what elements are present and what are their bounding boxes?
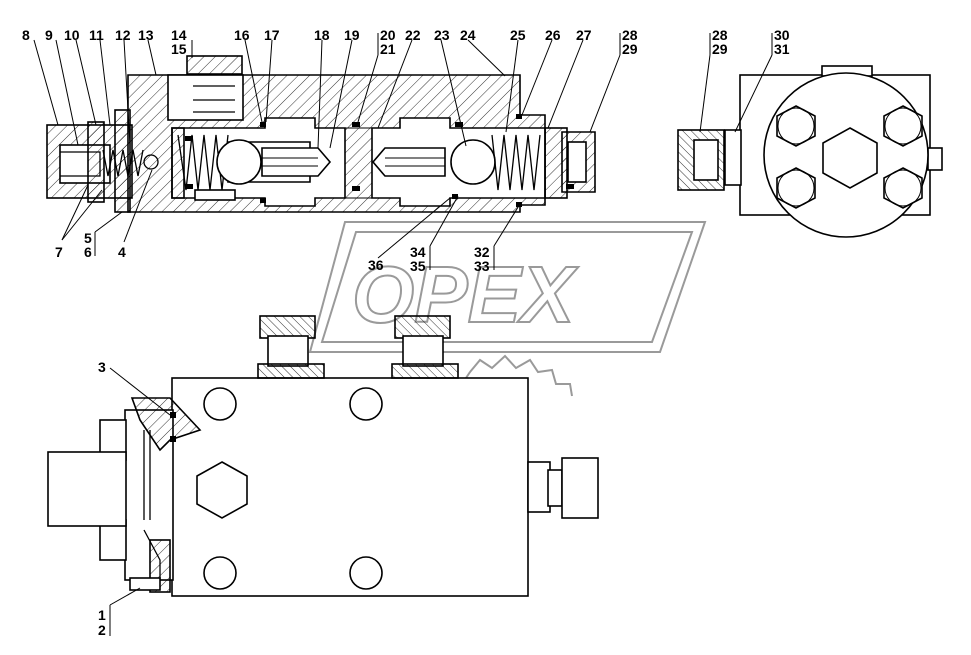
callout-28b: 28 <box>712 27 728 43</box>
callout-5: 5 <box>84 230 92 246</box>
callout-23: 23 <box>434 27 450 43</box>
callout-7: 7 <box>55 244 63 260</box>
callout-4: 4 <box>118 244 126 260</box>
callout-30: 30 <box>774 27 790 43</box>
callout-17: 17 <box>264 27 280 43</box>
callout-1: 1 <box>98 607 106 623</box>
callout-15: 15 <box>171 41 187 57</box>
callout-27: 27 <box>576 27 592 43</box>
top-fittings <box>257 315 459 379</box>
callout-32: 32 <box>474 244 490 260</box>
left-spring <box>102 149 159 177</box>
callout-11: 11 <box>89 27 104 43</box>
callout-22: 22 <box>405 27 421 43</box>
callout-14: 14 <box>171 27 187 43</box>
callout-35: 35 <box>410 258 426 274</box>
callout-9: 9 <box>45 27 53 43</box>
callout-36: 36 <box>368 257 384 273</box>
callout-6: 6 <box>84 244 92 260</box>
leader-lines <box>33 33 773 636</box>
callout-8: 8 <box>22 27 30 43</box>
callout-31: 31 <box>774 41 790 57</box>
callout-21: 21 <box>380 41 396 57</box>
svg-text:OPEX: OPEX <box>352 250 579 339</box>
callout-34: 34 <box>410 244 426 260</box>
callout-26: 26 <box>545 27 561 43</box>
spring-right <box>491 134 541 191</box>
bolt-heads <box>776 105 923 209</box>
callout-29: 29 <box>622 41 638 57</box>
side-view <box>677 65 943 238</box>
callout-3: 3 <box>98 359 106 375</box>
callout-29b: 29 <box>712 41 728 57</box>
callout-28: 28 <box>622 27 638 43</box>
o-rings <box>185 114 574 207</box>
callout-2: 2 <box>98 622 106 638</box>
watermark-text: OPEX <box>351 249 580 340</box>
callout-25: 25 <box>510 27 526 43</box>
callout-18: 18 <box>314 27 330 43</box>
callout-10: 10 <box>64 27 80 43</box>
watermark: OPEX <box>308 221 707 397</box>
front-view <box>47 315 599 597</box>
callout-33: 33 <box>474 258 490 274</box>
callout-20: 20 <box>380 27 396 43</box>
callout-13: 13 <box>138 27 154 43</box>
ball-left <box>216 139 332 185</box>
callout-24: 24 <box>460 27 476 43</box>
callout-labels: 8 9 10 11 12 13 14 15 16 17 18 19 20 21 … <box>22 27 790 638</box>
callout-19: 19 <box>344 27 360 43</box>
section-view <box>46 55 596 213</box>
callout-16: 16 <box>234 27 250 43</box>
callout-12: 12 <box>115 27 131 43</box>
